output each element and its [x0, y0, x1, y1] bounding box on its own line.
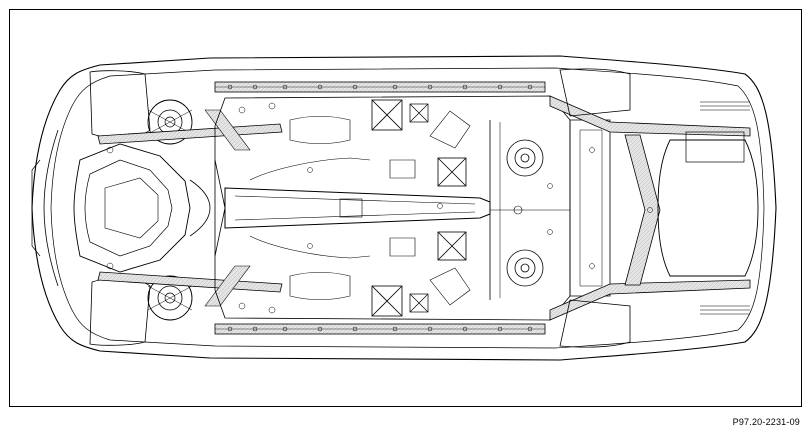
rear-left-longitudinal	[624, 134, 661, 286]
right-sill-holes	[227, 326, 533, 332]
rear-left-rail	[549, 95, 751, 137]
trunk-floor	[657, 139, 759, 277]
seat-bracket-front-left	[371, 99, 403, 131]
front-right-strut-tower	[147, 275, 193, 321]
seat-bracket-rear-left	[437, 157, 467, 187]
rear-right-suspension-mount	[506, 249, 544, 287]
vehicle-underbody-diagram	[31, 55, 777, 361]
front-subframe	[73, 143, 191, 273]
front-bumper	[43, 129, 59, 287]
rear-bumper-vents-left	[700, 101, 750, 111]
body-inner-outline	[50, 67, 765, 349]
trunk-spare-well	[685, 131, 745, 163]
left-sill-holes	[227, 84, 533, 90]
body-outline	[31, 55, 777, 361]
rear-right-rail	[549, 279, 751, 321]
left-side-sill	[214, 81, 546, 93]
figure-reference-code: P97.20-2231-09	[732, 417, 800, 427]
front-cross-member-left	[97, 123, 283, 145]
right-side-sill	[214, 323, 546, 335]
mounting-points	[106, 102, 653, 314]
front-right-wheel-arch	[89, 278, 151, 346]
rear-left-wheel-arch	[559, 68, 631, 117]
front-left-wheel-arch	[89, 70, 151, 138]
rear-right-wheel-arch	[559, 299, 631, 348]
diagram-frame	[9, 9, 802, 407]
seat-bracket-front-right	[371, 285, 403, 317]
seat-bracket-rear-right	[437, 231, 467, 261]
rear-cross-member	[569, 119, 611, 297]
rear-bumper-vents-right	[700, 305, 750, 315]
seat-bracket-mid-left	[409, 103, 429, 123]
seat-bracket-mid-right	[409, 293, 429, 313]
transmission-tunnel	[224, 187, 491, 229]
rear-left-suspension-mount	[506, 139, 544, 177]
